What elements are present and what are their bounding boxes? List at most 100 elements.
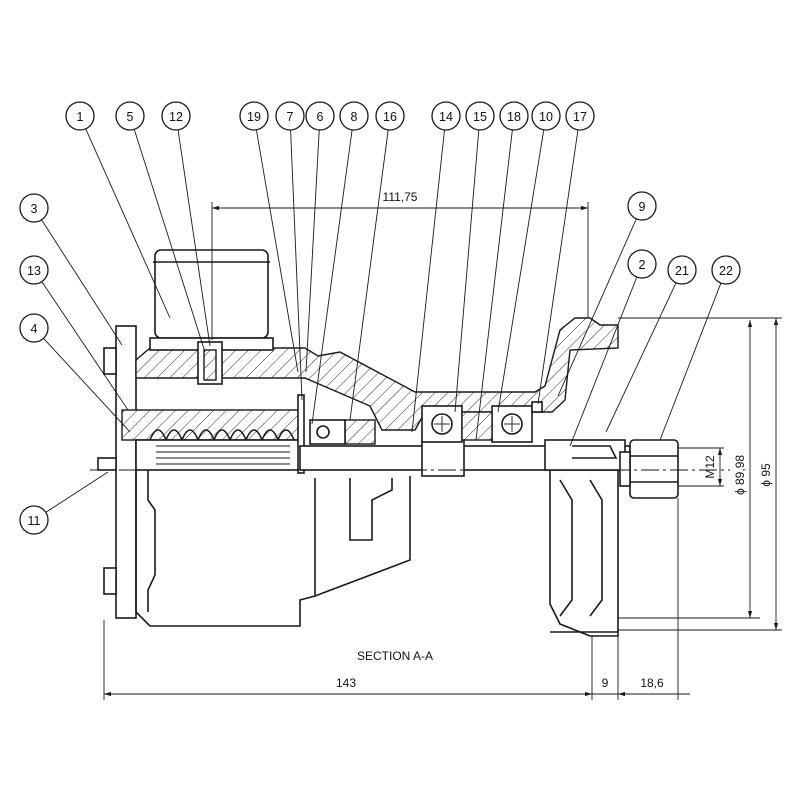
balloon-leader-7	[290, 129, 303, 401]
balloon-17	[565, 101, 595, 131]
balloon-label-2: 2	[639, 258, 646, 272]
balloon-12	[161, 101, 191, 131]
washer	[619, 451, 631, 487]
balloon-leader-9	[557, 218, 637, 397]
balloon-label-12: 12	[169, 110, 183, 124]
dimensions: 111,75 143 9 18,6 ϕ 89,98 ϕ 95 M12	[103, 190, 782, 700]
balloon-leader-14	[411, 129, 445, 433]
pump-assembly	[97, 249, 679, 637]
balloon-leader-6	[305, 129, 320, 373]
balloon-label-19: 19	[247, 110, 261, 124]
balloon-leader-10	[497, 129, 545, 413]
balloon-label-8: 8	[351, 110, 358, 124]
balloon-label-6: 6	[317, 110, 324, 124]
shaft-nut	[629, 439, 679, 499]
drain-screw	[97, 457, 117, 471]
balloon-7	[275, 101, 305, 131]
balloon-leader-13	[41, 281, 129, 411]
port-connection	[154, 249, 269, 339]
housing-rib	[147, 470, 156, 612]
seal-ring	[344, 419, 376, 445]
balloon-leader-4	[43, 337, 131, 433]
wear-plate	[297, 394, 305, 474]
balloon-leader-21	[605, 282, 677, 433]
bearing-right	[491, 405, 533, 443]
balloon-label-13: 13	[27, 264, 41, 278]
o-ring	[316, 425, 330, 439]
balloon-leader-12	[177, 129, 211, 347]
cover-plate	[115, 325, 137, 619]
balloon-label-22: 22	[719, 264, 733, 278]
balloon-label-16: 16	[383, 110, 397, 124]
shaft-collar	[421, 439, 465, 477]
impeller-hub	[135, 439, 301, 471]
dim-shaft-extension: 18,6	[640, 676, 664, 690]
shaft-extension	[544, 439, 626, 471]
balloon-label-17: 17	[573, 110, 587, 124]
bearing-spacer	[461, 411, 493, 441]
balloon-10	[531, 101, 561, 131]
balloon-leader-15	[454, 129, 480, 413]
dim-top-length: 111,75	[383, 190, 418, 204]
balloon-leader-5	[133, 129, 206, 353]
balloon-label-4: 4	[31, 322, 38, 336]
balloon-label-3: 3	[31, 202, 38, 216]
dim-outer-diameter: ϕ 95	[759, 463, 773, 487]
balloon-11	[19, 505, 49, 535]
balloon-8	[339, 101, 369, 131]
balloon-18	[499, 101, 529, 131]
balloon-19	[239, 101, 269, 131]
balloon-13	[19, 255, 49, 285]
dim-inner-diameter: ϕ 89,98	[733, 455, 747, 495]
cam-screw-section	[203, 349, 217, 381]
balloon-leader-2	[569, 276, 638, 447]
balloon-leader-3	[41, 219, 123, 346]
balloon-4	[19, 313, 49, 343]
cover-stud-top	[103, 347, 117, 375]
balloon-label-5: 5	[127, 110, 134, 124]
bearing-left	[421, 405, 463, 443]
balloon-label-15: 15	[473, 110, 487, 124]
balloon-label-18: 18	[507, 110, 521, 124]
balloon-label-21: 21	[675, 264, 689, 278]
balloon-21	[667, 255, 697, 285]
balloon-1	[65, 101, 95, 131]
pulley-groove-1	[559, 479, 573, 617]
seal-carrier	[309, 419, 346, 445]
balloon-label-1: 1	[77, 110, 84, 124]
impeller-section	[121, 409, 301, 441]
balloon-3	[19, 193, 49, 223]
balloon-9	[627, 191, 657, 221]
seal-housing-lower	[349, 478, 393, 541]
balloon-leader-22	[659, 282, 722, 441]
balloon-14	[431, 101, 461, 131]
balloon-16	[375, 101, 405, 131]
key-slot	[572, 445, 618, 459]
balloon-leader-11	[45, 471, 109, 513]
housing-lower-outline	[135, 470, 411, 627]
balloon-5	[115, 101, 145, 131]
balloon-leader-19	[255, 129, 299, 373]
dim-thread: M12	[703, 455, 717, 479]
balloon-leader-1	[85, 128, 171, 319]
balloon-2	[627, 249, 657, 279]
pulley-groove-2	[589, 479, 603, 617]
pulley-lower	[549, 470, 619, 637]
balloon-6	[305, 101, 335, 131]
balloon-label-9: 9	[639, 200, 646, 214]
impeller-vanes	[149, 429, 295, 443]
balloon-label-10: 10	[539, 110, 553, 124]
balloon-leader-18	[475, 129, 513, 441]
section-title: SECTION A-A	[357, 649, 433, 663]
dim-overall-length: 143	[336, 676, 356, 690]
cover-stud-bottom	[103, 567, 117, 595]
balloon-label-14: 14	[439, 110, 453, 124]
balloon-22	[711, 255, 741, 285]
balloon-leader-8	[311, 129, 353, 425]
balloon-label-11: 11	[28, 514, 41, 528]
balloon-15	[465, 101, 495, 131]
balloon-label-7: 7	[287, 110, 294, 124]
